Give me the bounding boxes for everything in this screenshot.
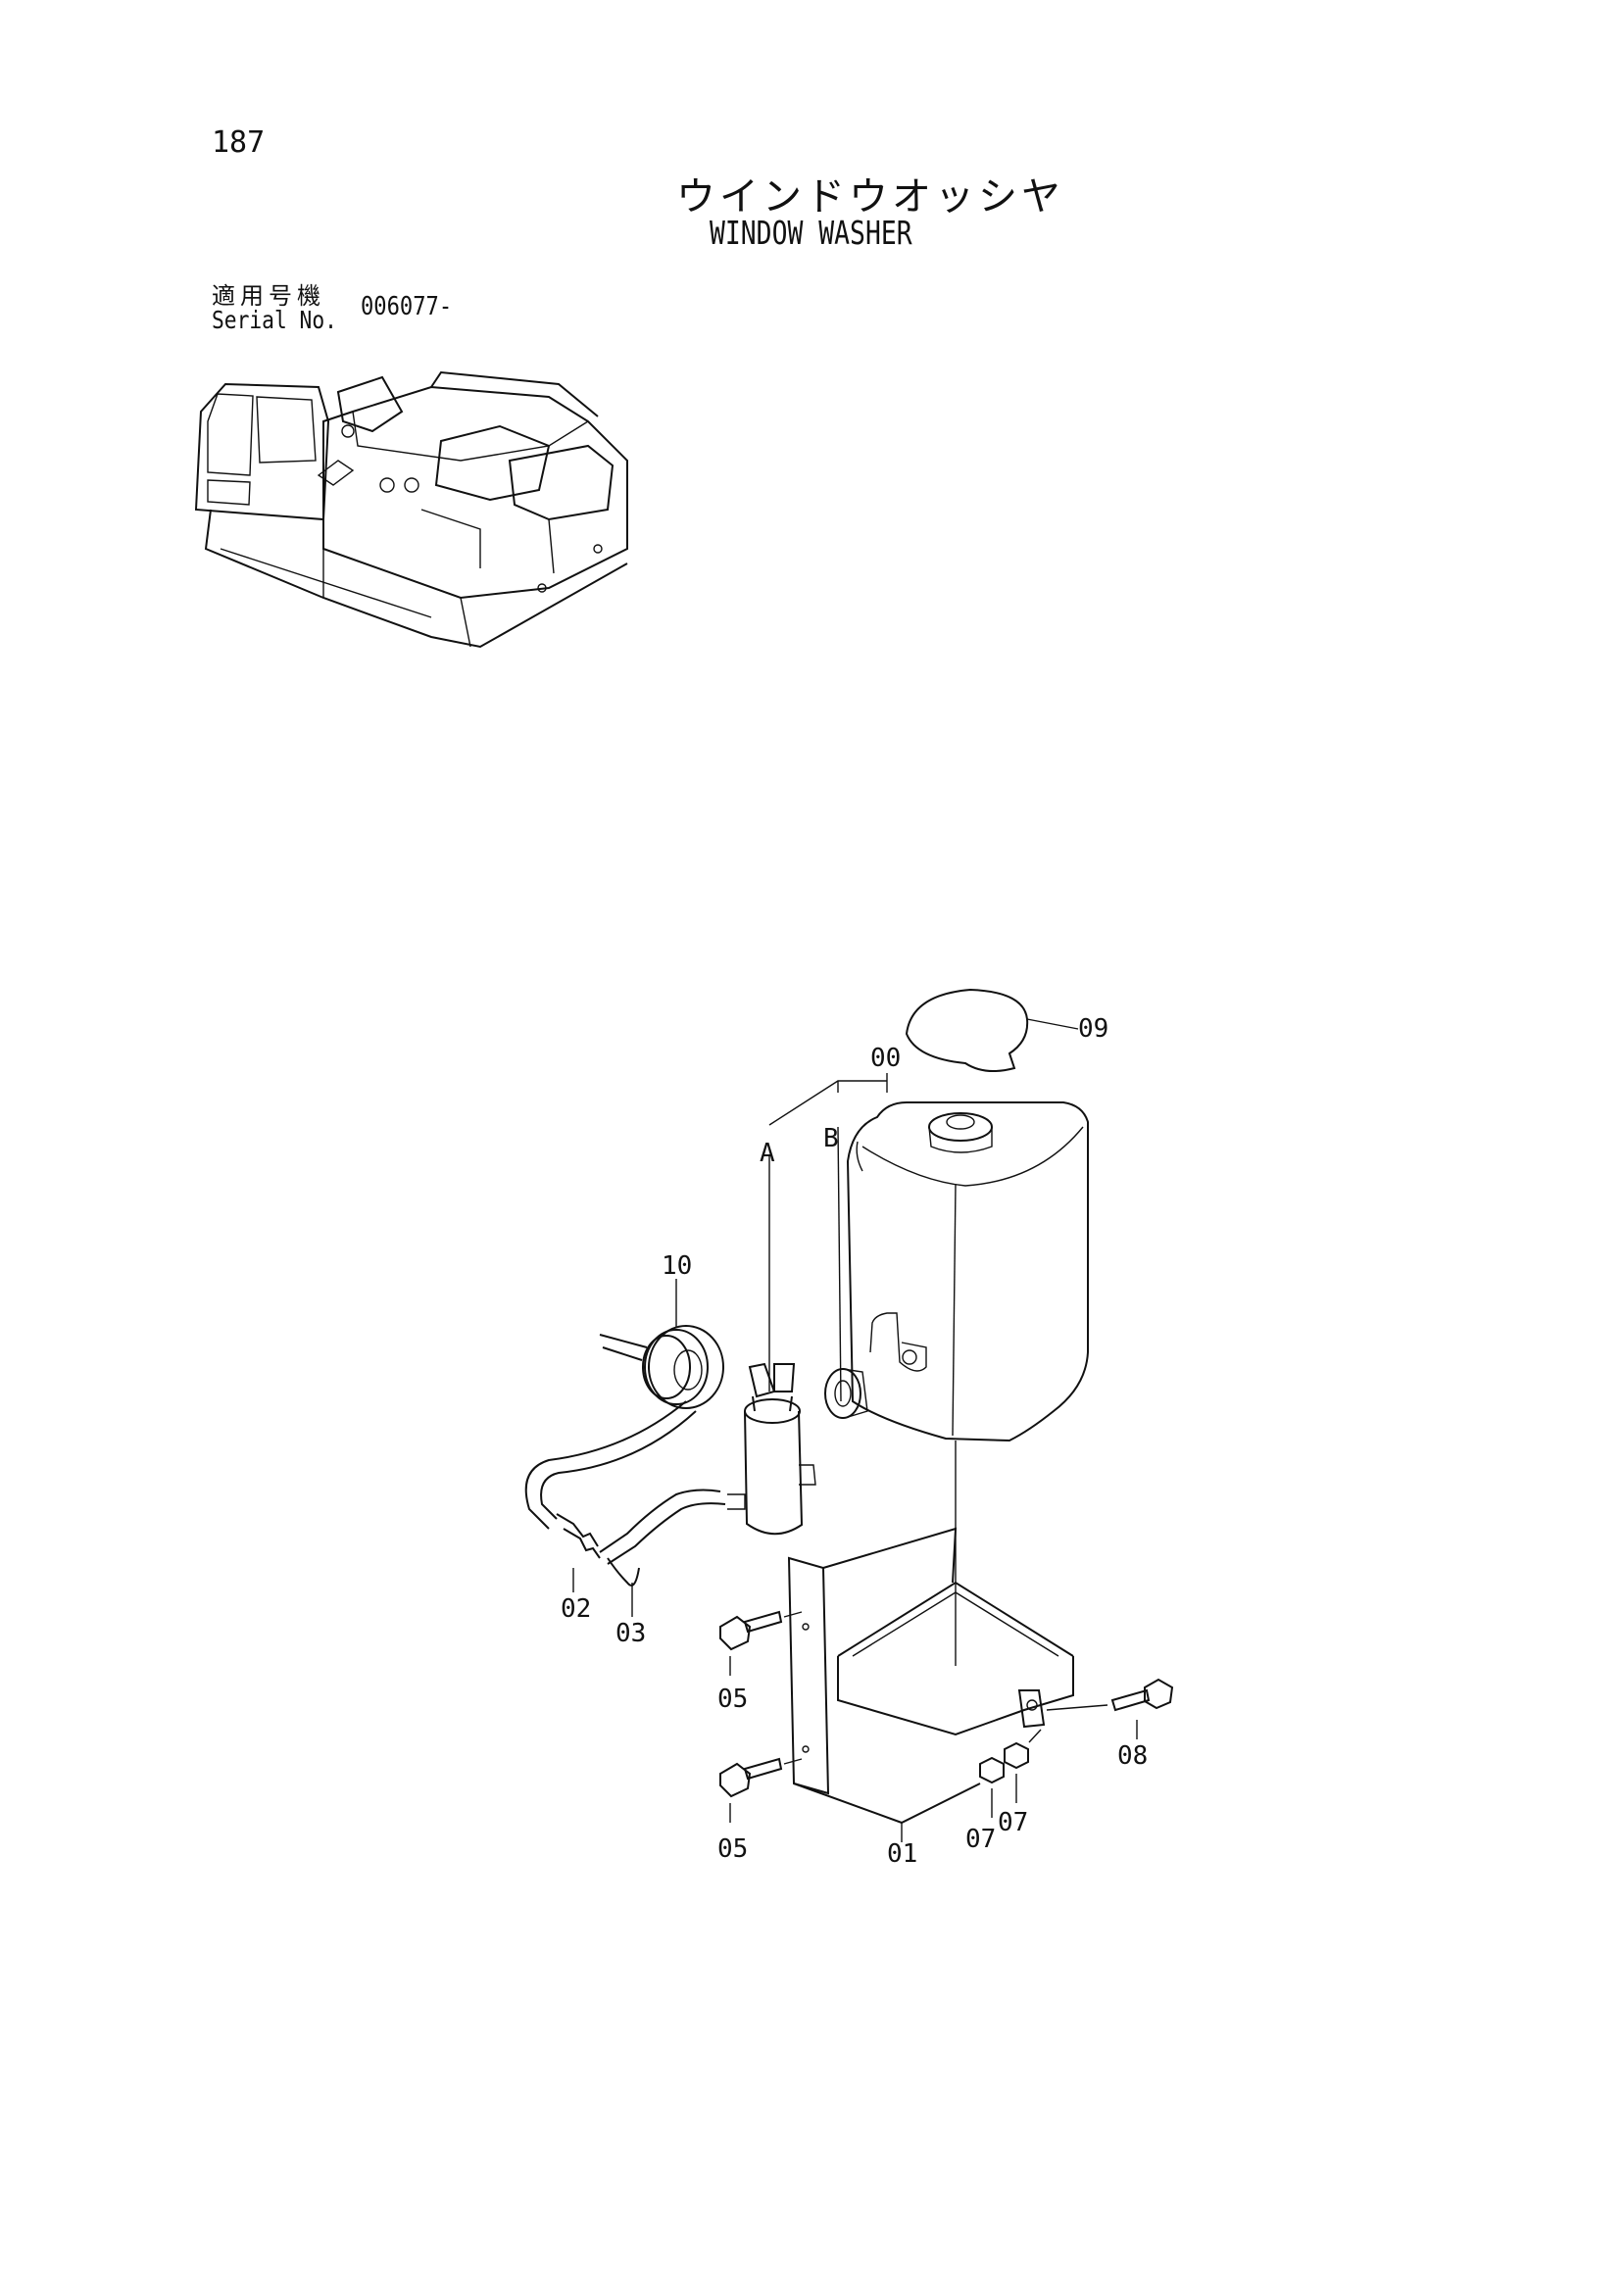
nut-part <box>979 1729 1042 1818</box>
washer-tank-part <box>846 1101 1089 1442</box>
callout-A: A <box>760 1139 775 1168</box>
page-number: 187 <box>212 125 266 160</box>
callout-05-upper: 05 <box>717 1685 748 1714</box>
callout-07-left: 07 <box>965 1825 996 1854</box>
assembly-leader-lines <box>768 1073 957 1666</box>
bolt-part <box>719 1610 803 1823</box>
serial-number-value: 006077- <box>361 292 453 321</box>
callout-02: 02 <box>561 1594 591 1624</box>
machine-overview-illustration <box>194 370 628 649</box>
page-title: WINDOW WASHER <box>710 214 912 252</box>
grommet-part <box>824 1368 868 1419</box>
page-title-japanese: ウインドウオッシヤ <box>676 174 1064 220</box>
serial-label-japanese: 適用号機 <box>212 282 325 310</box>
callout-07-right: 07 <box>998 1808 1028 1837</box>
washer-pump-part <box>727 1362 816 1536</box>
serial-label: Serial No. <box>212 306 337 334</box>
callout-09: 09 <box>1078 1014 1108 1044</box>
callout-00: 00 <box>870 1044 901 1073</box>
hose-coil-part <box>599 1279 724 1409</box>
callout-labels: 00 09 B A 10 02 03 05 05 01 07 07 08 <box>561 1014 1148 1869</box>
bolt-08-part <box>1046 1678 1174 1739</box>
tank-cap-part <box>905 988 1079 1073</box>
callout-01: 01 <box>887 1839 917 1869</box>
callout-05-lower: 05 <box>717 1834 748 1864</box>
tank-bracket-part <box>787 1527 1074 1842</box>
callout-08: 08 <box>1117 1741 1148 1771</box>
hose-part <box>524 1400 726 1617</box>
callout-B: B <box>823 1124 839 1153</box>
callout-10: 10 <box>662 1251 692 1281</box>
callout-03: 03 <box>615 1619 646 1648</box>
